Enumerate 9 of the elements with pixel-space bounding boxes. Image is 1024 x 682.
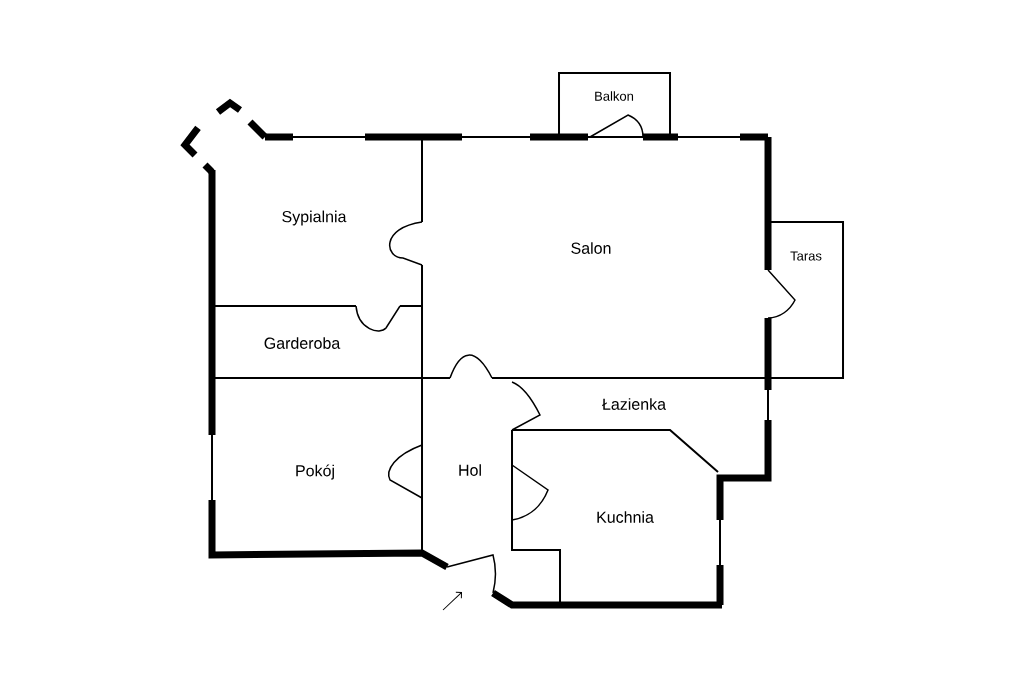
room-label: Sypialnia xyxy=(282,210,347,226)
room-label: Garderoba xyxy=(264,337,341,349)
room-label: Balkon xyxy=(595,91,634,101)
room-label: Taras xyxy=(790,251,822,261)
room-label: Pokój xyxy=(296,464,334,480)
room-label: Łazienka xyxy=(602,398,666,410)
room-label: Kuchnia xyxy=(597,511,654,523)
room-label: Salon xyxy=(571,242,611,254)
room-label: Hol xyxy=(459,464,481,476)
